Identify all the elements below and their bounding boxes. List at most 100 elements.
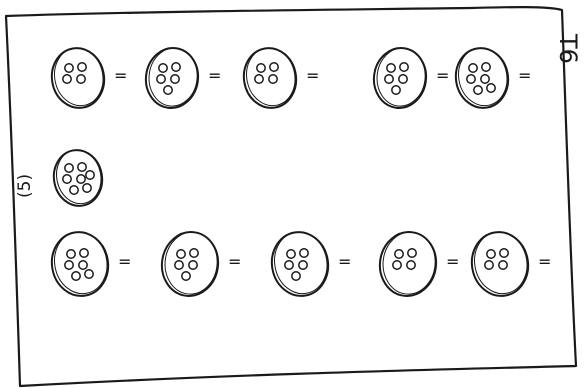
egg-outline	[451, 44, 513, 112]
frame-border	[6, 7, 576, 386]
equals-sign: =	[338, 252, 351, 271]
egg-outline-retrace	[453, 43, 512, 110]
inner-circle	[65, 64, 73, 72]
egg-outline-retrace	[374, 46, 428, 109]
inner-circle	[77, 175, 85, 183]
inner-circle	[83, 184, 91, 192]
egg-outline	[47, 228, 113, 301]
egg-outline-retrace	[49, 43, 108, 110]
egg-outline	[370, 45, 430, 112]
egg-outline-retrace	[49, 227, 113, 298]
egg-outline-retrace	[469, 227, 533, 298]
inner-circle	[63, 175, 71, 183]
equals-sign: =	[306, 66, 319, 85]
equals-sign: =	[518, 66, 531, 85]
egg-outline-retrace	[269, 227, 333, 298]
egg-outline	[467, 228, 533, 301]
inner-circle	[482, 63, 490, 71]
inner-circle	[500, 249, 508, 257]
egg-group: =	[158, 228, 242, 299]
inner-circle	[65, 164, 73, 172]
inner-circle	[159, 64, 167, 72]
egg-outline	[239, 44, 301, 112]
egg-group: =	[47, 43, 127, 112]
inner-circle	[175, 261, 183, 269]
inner-circle	[287, 250, 295, 258]
inner-circle	[385, 75, 393, 83]
middle-row	[50, 146, 107, 210]
inner-circle	[78, 63, 86, 71]
inner-circle	[469, 64, 477, 72]
inner-circle	[399, 75, 407, 83]
inner-circle	[487, 84, 495, 92]
egg-outline	[376, 228, 440, 299]
inner-circle	[190, 249, 198, 257]
inner-circle	[65, 261, 73, 269]
equals-sign: =	[436, 66, 449, 85]
egg-outline	[158, 228, 222, 299]
inner-circle	[407, 261, 415, 269]
inner-circle	[255, 75, 263, 83]
egg-group: =	[451, 43, 531, 112]
inner-circle	[157, 75, 165, 83]
inner-circle	[63, 75, 71, 83]
inner-circle	[257, 64, 265, 72]
inner-circle	[487, 250, 495, 258]
inner-circle	[70, 186, 78, 194]
inner-circle	[172, 63, 180, 71]
inner-circle	[474, 86, 482, 94]
equals-sign: =	[446, 252, 459, 271]
inner-circle	[189, 261, 197, 269]
egg-outline	[142, 45, 202, 112]
inner-circle	[408, 249, 416, 257]
sheet-tag: T6	[554, 33, 582, 64]
equals-sign: =	[208, 66, 221, 85]
inner-circle	[467, 75, 475, 83]
inner-circle	[171, 75, 179, 83]
egg-group: =	[376, 228, 460, 299]
equals-sign: =	[228, 252, 241, 271]
egg-outline-retrace	[380, 230, 438, 297]
inner-circle	[300, 249, 308, 257]
egg-group: =	[142, 45, 221, 112]
top-row: = = = = =	[47, 43, 531, 112]
egg-group: =	[370, 45, 449, 112]
inner-circle	[387, 64, 395, 72]
equals-sign: =	[114, 66, 127, 85]
inner-circle	[164, 86, 172, 94]
inner-circle	[285, 261, 293, 269]
bottom-row: = = = = =	[47, 227, 552, 300]
inner-circle	[292, 272, 300, 280]
inner-circle	[79, 261, 87, 269]
egg-group: =	[467, 227, 552, 300]
inner-circle	[86, 171, 94, 179]
egg-outline-retrace	[241, 43, 300, 110]
egg-outline	[50, 146, 107, 209]
inner-circle	[85, 270, 93, 278]
inner-circle	[67, 250, 75, 258]
egg-outline-retrace	[52, 146, 106, 208]
egg-outline	[267, 228, 333, 301]
inner-circle	[392, 86, 400, 94]
inner-circle	[80, 249, 88, 257]
inner-circle	[400, 63, 408, 71]
egg-group	[50, 146, 107, 210]
inner-circle	[270, 63, 278, 71]
egg-outline-retrace	[162, 230, 220, 297]
inner-circle	[269, 75, 277, 83]
inner-circle	[182, 272, 190, 280]
egg-group: =	[239, 43, 319, 112]
inner-circle	[499, 261, 507, 269]
inner-circle	[299, 261, 307, 269]
equals-sign: =	[538, 252, 551, 271]
inner-circle	[485, 261, 493, 269]
inner-circle	[481, 75, 489, 83]
egg-outline-retrace	[146, 46, 200, 109]
egg-group: =	[267, 227, 352, 300]
equals-sign: =	[118, 252, 131, 271]
inner-circle	[177, 250, 185, 258]
inner-circle	[395, 250, 403, 258]
egg-outline	[47, 44, 109, 112]
